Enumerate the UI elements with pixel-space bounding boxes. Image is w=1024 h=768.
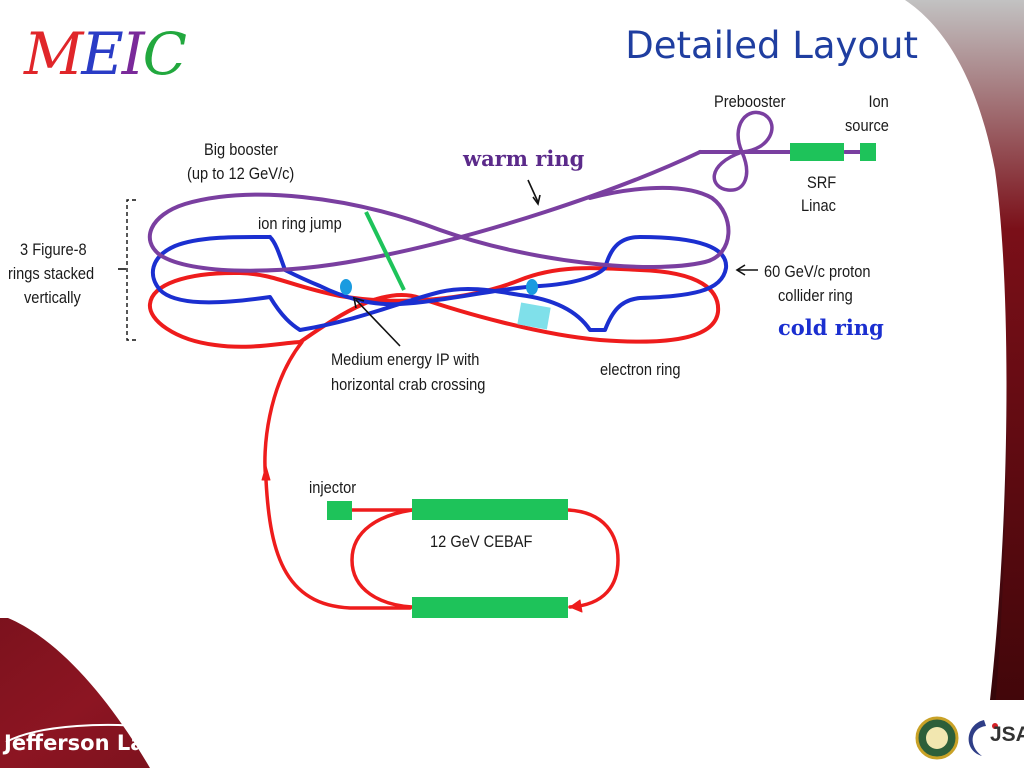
ion-ring-jump-line <box>364 211 406 291</box>
crab-cavity-block <box>517 302 551 330</box>
jefferson-lab-logo-text: Jefferson Lab <box>4 731 160 755</box>
label-ip-line1: Medium energy IP with <box>331 350 480 369</box>
cebaf-direction-arrow <box>569 599 583 613</box>
proton-collider-ring-path <box>151 234 729 332</box>
label-cebaf: 12 GeV CEBAF <box>430 532 533 551</box>
logo-letter-m: M <box>24 20 83 88</box>
ip-pointer-head <box>352 296 365 309</box>
logo-letter-i: I <box>121 20 145 88</box>
label-big-booster-line2: (up to 12 GeV/c) <box>187 164 295 183</box>
cebaf-right-arc <box>566 508 620 609</box>
frame-right-swoosh <box>900 0 1024 768</box>
injector-block <box>327 501 352 520</box>
label-big-booster-line1: Big booster <box>204 140 278 159</box>
jsa-swirl-icon <box>968 720 986 756</box>
proton-ring-pointer-head <box>735 264 746 276</box>
label-ip-line2: horizontal crab crossing <box>331 375 486 394</box>
logo-letter-c: C <box>142 20 187 88</box>
label-figure8-line2: rings stacked <box>8 264 95 283</box>
jsa-logo-text: JSA <box>990 723 1024 746</box>
warm-ring-pointer-head <box>532 194 541 206</box>
label-prebooster: Prebooster <box>714 92 786 111</box>
logo-letter-e: E <box>81 20 123 88</box>
electron-transfer-line <box>263 340 412 610</box>
cebaf-linac-top <box>412 499 568 520</box>
footer-swoosh-line <box>5 723 161 743</box>
electron-direction-arrow <box>261 465 271 481</box>
label-ion-ring-jump: ion ring jump <box>258 214 342 233</box>
stack-bracket <box>126 199 136 341</box>
label-proton-ring-line1: 60 GeV/c proton <box>764 262 871 281</box>
label-electron-ring: electron ring <box>600 360 681 379</box>
label-proton-ring-line2: collider ring <box>778 286 853 305</box>
label-ion-source-line2: source <box>845 116 889 135</box>
meic-logo: MEIC <box>24 20 187 88</box>
warm-ring-path <box>147 150 731 273</box>
label-warm-ring: warm ring <box>463 146 585 171</box>
electron-ring-path <box>147 266 721 349</box>
ip-marker-right <box>526 279 538 295</box>
footer-panel <box>190 700 1024 768</box>
label-srf-line2: Linac <box>801 196 836 215</box>
label-cold-ring: cold ring <box>778 315 884 340</box>
doe-seal-center <box>926 727 948 749</box>
cebaf-linac-bottom <box>412 597 568 618</box>
ip-pointer <box>355 299 401 347</box>
warm-ring-pointer <box>527 179 539 203</box>
ip-marker-left <box>340 279 352 295</box>
label-figure8-line1: 3 Figure-8 <box>20 240 87 259</box>
label-figure8-line3: vertically <box>24 288 81 307</box>
label-injector: injector <box>309 478 357 497</box>
label-srf-line1: SRF <box>807 173 837 192</box>
slide-title: Detailed Layout <box>625 24 918 67</box>
srf-linac-block <box>790 143 844 161</box>
jsa-dot <box>992 723 998 729</box>
ion-source-block <box>860 143 876 161</box>
cebaf-left-arc <box>350 508 414 609</box>
label-ion-source-line1: Ion <box>868 92 889 111</box>
